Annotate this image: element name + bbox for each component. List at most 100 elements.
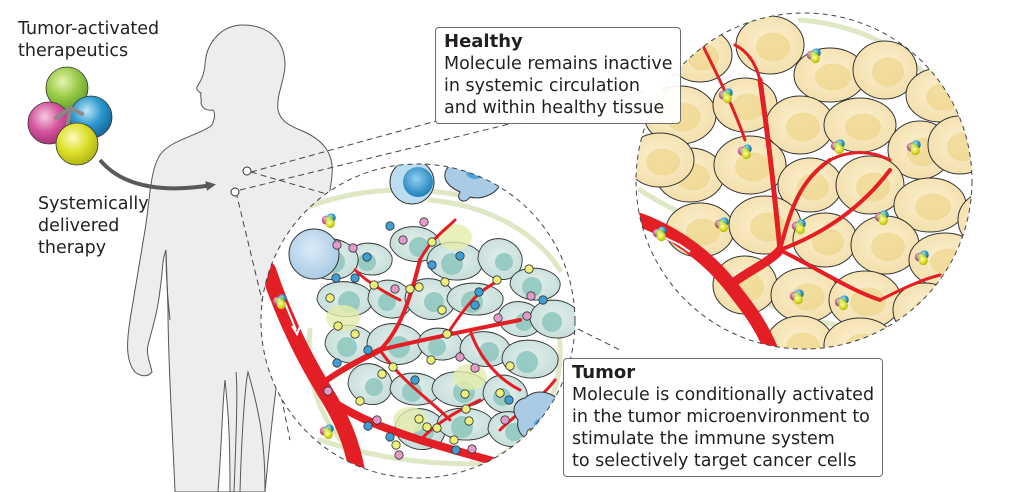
activation-patch: [326, 305, 360, 331]
healthy-nucleus: [845, 113, 881, 141]
molecule-dot: [369, 280, 379, 290]
healthy-callout-line: and within healthy tissue: [444, 98, 665, 118]
healthy-nucleus: [732, 93, 764, 121]
activation-patch: [453, 364, 487, 390]
healthy-nucleus: [926, 83, 960, 111]
molecule-dot: [451, 445, 461, 455]
healthy-nucleus: [812, 228, 844, 256]
molecule-dot: [355, 396, 365, 406]
molecule-dot: [410, 375, 420, 385]
healthy-nucleus: [686, 218, 720, 246]
delivery-label-line: delivered: [38, 216, 120, 236]
healthy-nucleus: [912, 298, 944, 326]
healthy-zoom-circle: [635, 12, 1009, 350]
healthy-nucleus: [646, 148, 680, 176]
inactive-molecule-cluster: [874, 210, 889, 226]
healthy-nucleus: [786, 332, 820, 349]
healthy-callout-line: in systemic circulation: [444, 76, 640, 96]
inactive-molecule-cluster: [652, 226, 667, 242]
molecule-dot: [414, 282, 424, 292]
molecule-dot: [526, 291, 536, 301]
molecule-dot: [522, 311, 532, 321]
molecule-dot: [332, 240, 342, 250]
molecule-dot: [388, 362, 398, 372]
molecule-dot: [492, 275, 502, 285]
molecule-dot: [427, 237, 437, 247]
inactive-molecule-cluster: [714, 217, 729, 233]
molecule-dot: [437, 305, 447, 315]
molecule-dot: [427, 260, 437, 270]
tumor-zoom-circle: [260, 163, 576, 479]
molecule-dot: [414, 414, 424, 424]
tumor-nucleus: [402, 382, 422, 402]
tumor-callout-line: in the tumor microenvironment to: [572, 407, 870, 427]
molecule-dot: [331, 273, 341, 283]
inactive-molecule-cluster: [321, 213, 336, 229]
tumor-callout: Tumor Molecule is conditionally activate…: [563, 358, 884, 477]
inactive-molecule-cluster: [718, 88, 733, 104]
therapeutics-label-line: Tumor-activated: [18, 19, 160, 39]
inactive-molecule-cluster: [737, 144, 752, 160]
molecule-dot: [455, 251, 465, 261]
molecule-dot: [460, 389, 470, 399]
molecule-dot: [455, 352, 465, 362]
molecule-dot: [372, 415, 382, 425]
molecule-dot: [405, 284, 415, 294]
therapeutics-label: Tumor-activated therapeutics: [18, 18, 159, 62]
tumor-nucleus: [479, 342, 499, 362]
molecule-dot: [524, 264, 534, 274]
molecule-dot: [377, 369, 387, 379]
inactive-molecule-cluster: [319, 424, 334, 440]
tumor-nucleus: [516, 351, 538, 373]
curved-arrow-icon: [98, 158, 216, 191]
inactive-molecule-clusters: [652, 48, 929, 311]
pointer-healthy: [242, 166, 252, 176]
molecule-dot: [390, 284, 400, 294]
molecule-dot: [538, 295, 548, 305]
tumor-nucleus: [409, 237, 429, 257]
molecule-dot: [470, 363, 480, 373]
healthy-nucleus: [735, 152, 771, 182]
active-molecule-dots: [272, 213, 548, 460]
molecule-dot: [474, 287, 484, 297]
healthy-nucleus: [872, 57, 904, 87]
healthy-nucleus: [915, 193, 951, 221]
molecule-dot: [419, 217, 429, 227]
inactive-molecule-cluster: [272, 294, 287, 310]
inactive-molecule-cluster: [906, 140, 921, 156]
molecule-dot: [422, 422, 432, 432]
molecule-dot: [470, 300, 480, 310]
delivery-label-line: therapy: [38, 238, 107, 258]
molecule-dot: [440, 277, 450, 287]
molecule-dot: [362, 252, 372, 262]
molecule-dot: [467, 444, 477, 454]
molecule-dot: [350, 273, 360, 283]
molecule-dot: [442, 329, 452, 339]
molecule-dot: [391, 440, 401, 450]
healthy-nucleus: [977, 208, 1009, 237]
healthy-nucleus: [786, 112, 820, 142]
pointer-tumor: [230, 187, 240, 197]
molecule-dot: [449, 435, 459, 445]
blood-vessel: [636, 38, 942, 349]
molecule-dot: [385, 432, 395, 442]
inactive-molecule-cluster: [806, 48, 821, 64]
tumor-nucleus: [522, 277, 542, 297]
healthy-callout-line: Molecule remains inactive: [444, 54, 673, 74]
tumor-nucleus: [495, 253, 513, 271]
healthy-callout-title: Healthy: [444, 31, 523, 52]
inactive-molecule-cluster: [914, 250, 929, 266]
healthy-cell: [957, 190, 972, 250]
molecule-dot: [350, 329, 360, 339]
molecule-dot: [394, 450, 404, 460]
molecule-dot: [333, 321, 343, 331]
inactive-molecule-cluster: [834, 295, 849, 311]
molecule-dot: [426, 355, 436, 365]
molecule-dot: [398, 235, 408, 245]
tumor-nucleus: [337, 337, 357, 357]
molecule-dot: [385, 221, 395, 231]
molecule-dot: [432, 423, 442, 433]
tumor-callout-title: Tumor: [572, 362, 636, 383]
healthy-nucleus: [756, 32, 790, 62]
